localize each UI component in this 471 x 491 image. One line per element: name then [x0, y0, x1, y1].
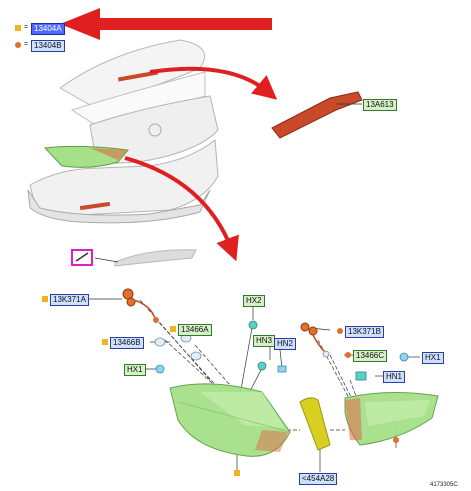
label-HX1-right: HX1 — [422, 352, 444, 364]
left-tail-lamp — [169, 383, 291, 457]
bulb-holder-HN3 — [257, 361, 267, 371]
figure-id: 4173305C — [430, 482, 458, 488]
bulb-holder-HX2 — [248, 320, 258, 330]
legend-13404B-eq: = — [24, 41, 29, 48]
car-rear-body — [27, 39, 219, 224]
bullet-13404A — [234, 470, 240, 476]
label-13466B: 13466B — [110, 337, 144, 349]
legend-13404A-eq: = — [24, 24, 29, 31]
label-HN1: HN1 — [383, 371, 406, 383]
bulb-holder-HX1-left — [155, 364, 165, 374]
arrow-to-tail-lamp — [124, 156, 239, 262]
side-reflector — [299, 397, 331, 451]
arrow-to-high-stop-lamp — [149, 66, 278, 100]
bullet-13404B — [393, 437, 399, 443]
bulb-13466A — [180, 333, 202, 361]
right-tail-lamp — [344, 391, 439, 446]
legend-13404B-code: 13404B — [31, 40, 65, 52]
bullet-13K371B — [337, 328, 343, 334]
bullet-13466A — [170, 326, 176, 332]
legend-13404A-swatch — [15, 25, 21, 31]
label-13K371A: 13K371A — [50, 294, 89, 306]
label-HX1-left: HX1 — [124, 364, 146, 376]
label-13466C: 13466C — [353, 350, 388, 362]
label-13A613: 13A613 — [363, 99, 397, 111]
bulb-holder-HN2 — [277, 365, 287, 373]
bullet-13466B — [102, 339, 108, 345]
high-mount-stop-lamp — [271, 91, 363, 139]
label-13K371B: 13K371B — [345, 326, 384, 338]
legend-13404B-swatch — [15, 42, 21, 48]
label-HN3: HN3 — [253, 335, 276, 347]
label-454A28: <454A28 — [299, 473, 338, 485]
bulb-13466B — [154, 337, 166, 347]
bullet-13466C — [345, 352, 351, 358]
wiring-connector-right — [300, 322, 330, 358]
pointer-arrow-large — [60, 8, 272, 40]
rear-reflector-bar — [94, 249, 197, 267]
legend-13404A-code: 13404A — [31, 23, 65, 35]
pencil-icon — [71, 249, 93, 266]
label-HX2: HX2 — [243, 295, 265, 307]
bulb-holder-HX1-right — [399, 352, 409, 362]
bullet-13K371A — [42, 296, 48, 302]
wiring-connector-left — [122, 288, 159, 323]
bulb-holder-HN1 — [355, 371, 367, 381]
label-HN2: HN2 — [274, 338, 297, 350]
label-13466A: 13466A — [178, 324, 212, 336]
